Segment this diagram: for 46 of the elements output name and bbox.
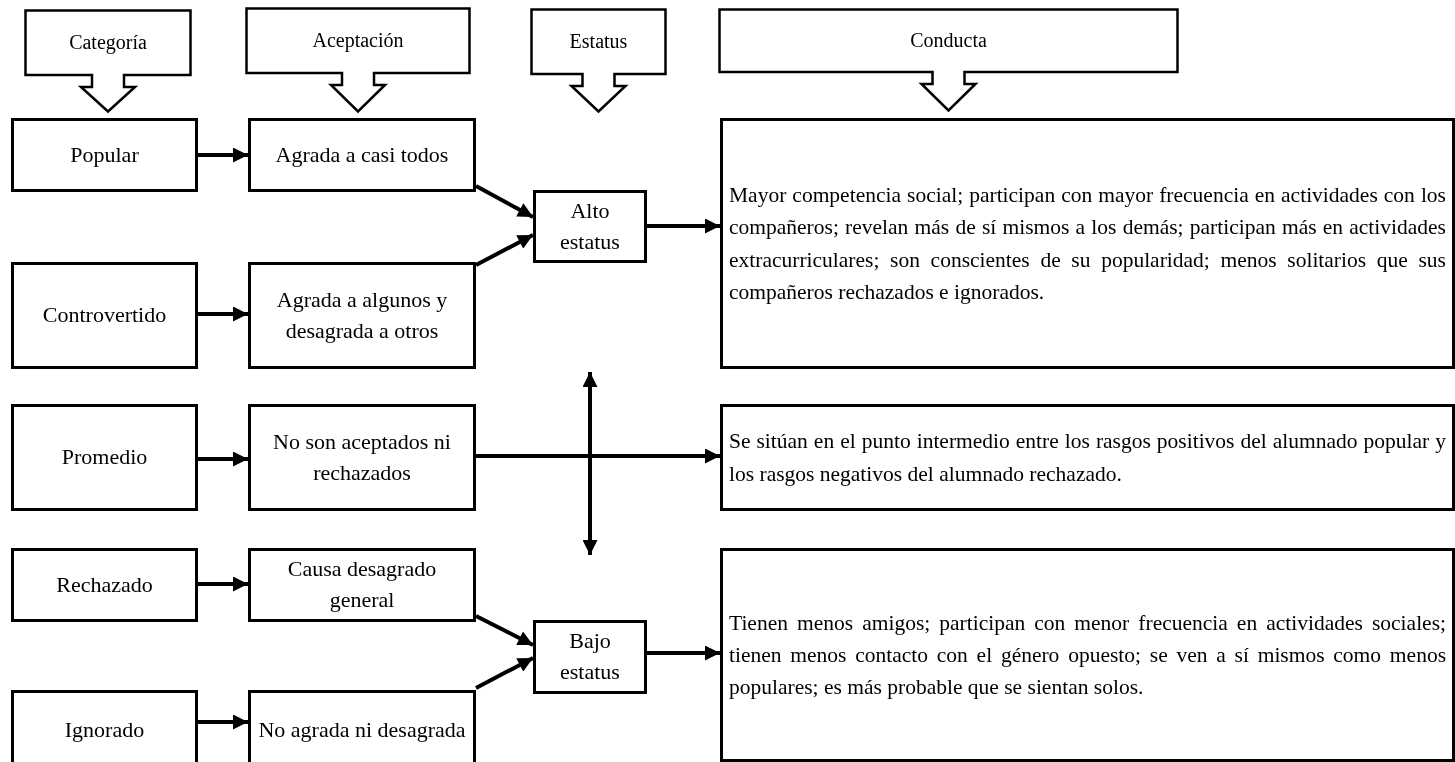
box-label: Promedio — [61, 443, 148, 472]
arrow — [647, 645, 720, 661]
category-box — [248, 118, 476, 192]
arrow — [198, 147, 248, 163]
status-box — [533, 190, 647, 263]
description-box — [720, 404, 1455, 511]
arrow — [475, 233, 534, 267]
arrow — [198, 306, 248, 322]
box-label: Alto estatus — [559, 196, 621, 256]
box-label: No agrada ni desagrada — [258, 715, 466, 744]
category-box — [248, 262, 476, 369]
category-box — [11, 690, 198, 762]
arrow — [198, 451, 248, 467]
category-box — [11, 548, 198, 622]
box-label: Rechazado — [56, 570, 153, 599]
box-label: Controvertido — [42, 301, 167, 330]
arrow — [198, 576, 248, 592]
column-heading: Estatus — [569, 29, 628, 53]
column-heading: Categoría — [69, 30, 147, 54]
box-label: Bajo estatus — [559, 627, 621, 686]
box-label: Ignorado — [64, 715, 145, 744]
description-text: Tienen menos amigos; participan con menor frecuencia en actividades sociales; tienen menos contacto con el género opuesto; se ven a sí mismos como menos populares; es más probable que se sientan solos. — [729, 609, 1446, 702]
category-box — [11, 404, 198, 511]
arrow — [475, 614, 534, 647]
arrow — [647, 218, 720, 234]
description-box — [720, 118, 1455, 369]
status-box — [533, 620, 647, 694]
description-text: Se sitúan en el punto intermedio entre los rasgos positivos del alumnado popular y los rasgos negativos del alumnado rechazado. — [729, 428, 1446, 488]
category-box — [248, 690, 476, 762]
box-label: Popular — [70, 140, 139, 169]
arrow — [475, 184, 534, 219]
category-box — [11, 118, 198, 192]
category-box — [248, 404, 476, 511]
box-label: Agrada a casi todos — [275, 140, 449, 169]
column-heading: Conducta — [910, 28, 987, 52]
category-box — [11, 262, 198, 369]
box-label: Causa desagrado general — [286, 555, 438, 614]
arrow — [476, 448, 720, 464]
box-label: No son aceptados ni rechazados — [272, 427, 452, 487]
category-box — [248, 548, 476, 622]
arrow — [475, 656, 534, 690]
description-box — [720, 548, 1455, 762]
arrow — [198, 714, 248, 730]
box-label: Agrada a algunos y desagrada a otros — [275, 285, 449, 345]
description-text: Mayor competencia social; participan con mayor frecuencia en actividades con los compañeros; revelan más de sí mismos a los demás; participan más en actividades extracurriculares; son conscientes de su popularidad; menos solitarios que sus compañeros rechazados e ignorados. — [729, 182, 1446, 306]
column-heading: Aceptación — [312, 28, 404, 52]
